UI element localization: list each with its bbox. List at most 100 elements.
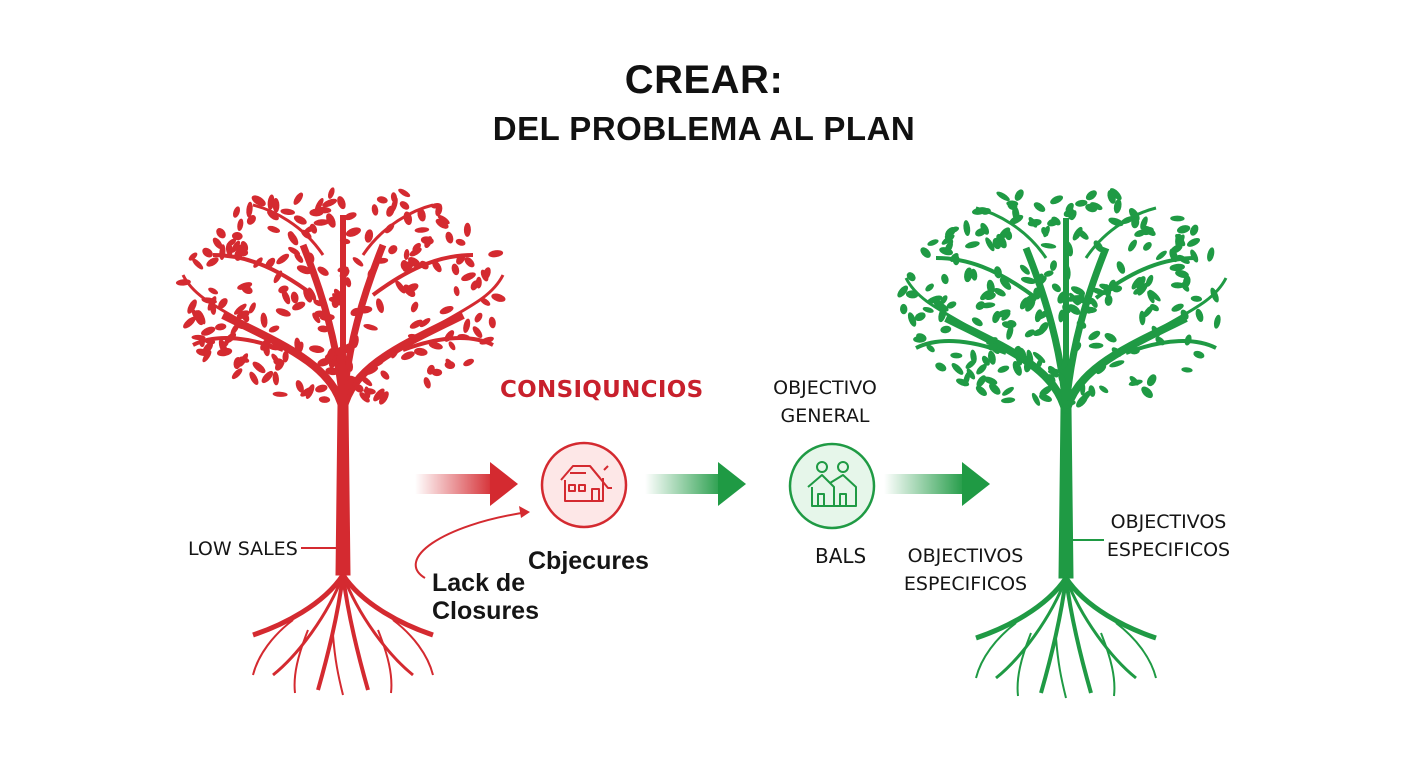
leaf — [225, 242, 233, 257]
leaf — [907, 312, 917, 327]
leaf — [192, 258, 204, 270]
leaf — [315, 384, 328, 393]
leaf — [451, 263, 460, 276]
leaf — [897, 285, 909, 298]
leaf — [1175, 234, 1185, 247]
leaf — [183, 316, 196, 329]
leaf — [1180, 309, 1189, 320]
leaf — [480, 269, 489, 282]
leaf — [1085, 190, 1097, 201]
leaf — [445, 358, 455, 369]
leaf — [461, 272, 476, 282]
leaf — [312, 312, 321, 324]
leaf — [949, 226, 960, 233]
leaf — [1170, 215, 1185, 222]
leaf — [231, 231, 243, 241]
leaf — [1043, 225, 1050, 238]
leaf — [403, 249, 410, 260]
leaf — [1027, 219, 1042, 227]
leaf — [219, 340, 229, 349]
leaf — [474, 312, 483, 323]
leaf — [292, 301, 306, 311]
leaf — [1137, 282, 1149, 296]
leaf — [980, 222, 990, 235]
leaf — [1049, 260, 1058, 271]
leaf — [1020, 276, 1037, 284]
leaf — [986, 337, 998, 345]
leaf — [191, 334, 206, 341]
leaf — [996, 233, 1007, 249]
leaf — [1193, 350, 1205, 359]
leaf — [322, 198, 338, 208]
leaf — [236, 310, 250, 320]
leaf — [337, 196, 346, 210]
leaf — [333, 288, 344, 302]
leaf — [1210, 287, 1219, 303]
leaf — [230, 321, 240, 336]
leaf — [344, 379, 354, 390]
problem-tree — [175, 187, 507, 695]
leaf — [1146, 374, 1157, 387]
leaf — [1024, 329, 1035, 338]
leaf — [265, 257, 276, 269]
leaf — [1139, 310, 1146, 326]
leaf — [1001, 311, 1011, 321]
leaf — [401, 351, 415, 361]
leaf — [488, 250, 504, 258]
leaf — [941, 273, 949, 285]
leaf — [1058, 309, 1065, 323]
leaf — [345, 227, 361, 237]
leaf — [984, 292, 996, 301]
leaf — [1195, 308, 1204, 322]
leaf — [1108, 279, 1116, 291]
leaf — [414, 227, 430, 233]
leaf — [1085, 203, 1098, 213]
leaf — [318, 396, 331, 403]
leaf — [935, 362, 947, 372]
leaf — [1090, 297, 1098, 308]
leaf — [975, 228, 986, 237]
leaf — [432, 260, 442, 273]
leaf — [272, 391, 288, 397]
leaf — [437, 214, 450, 225]
leaf — [398, 188, 411, 198]
root-cause-label: Lack de Closures — [432, 569, 539, 625]
leaf — [987, 350, 996, 365]
leaf — [998, 227, 1011, 240]
leaf — [1080, 382, 1086, 396]
leaf — [470, 280, 479, 291]
leaf — [1082, 304, 1092, 314]
leaf — [276, 253, 290, 265]
leaf — [239, 356, 250, 363]
leaf — [409, 319, 423, 329]
leaf — [966, 368, 976, 380]
leaf — [1181, 367, 1193, 373]
leaf — [491, 293, 506, 302]
leaf — [1066, 295, 1082, 302]
leaf — [463, 222, 471, 237]
leaf — [1093, 240, 1104, 252]
leaf — [1186, 237, 1201, 247]
leaf — [445, 231, 454, 244]
leaf — [175, 279, 191, 286]
leaf — [1155, 250, 1167, 260]
leaf — [1128, 379, 1143, 386]
leaf — [384, 223, 395, 234]
objective-tree-leaves — [897, 188, 1221, 408]
leaf — [219, 244, 226, 260]
leaf — [249, 371, 259, 385]
title-main: CREAR: — [624, 58, 784, 102]
title-subtitle: DEL PROBLEMA AL PLAN — [492, 110, 916, 147]
leaf — [423, 377, 431, 389]
leaf — [1013, 345, 1022, 358]
problem-tree-leaves — [175, 187, 506, 405]
people-icon — [807, 461, 857, 507]
leaf — [1065, 202, 1074, 213]
leaf — [1190, 295, 1203, 302]
leaf — [1046, 374, 1056, 385]
leaf — [237, 218, 244, 232]
leaf — [194, 310, 204, 326]
leaf — [358, 305, 373, 314]
leaf — [1088, 385, 1096, 397]
leaf — [1035, 310, 1050, 320]
